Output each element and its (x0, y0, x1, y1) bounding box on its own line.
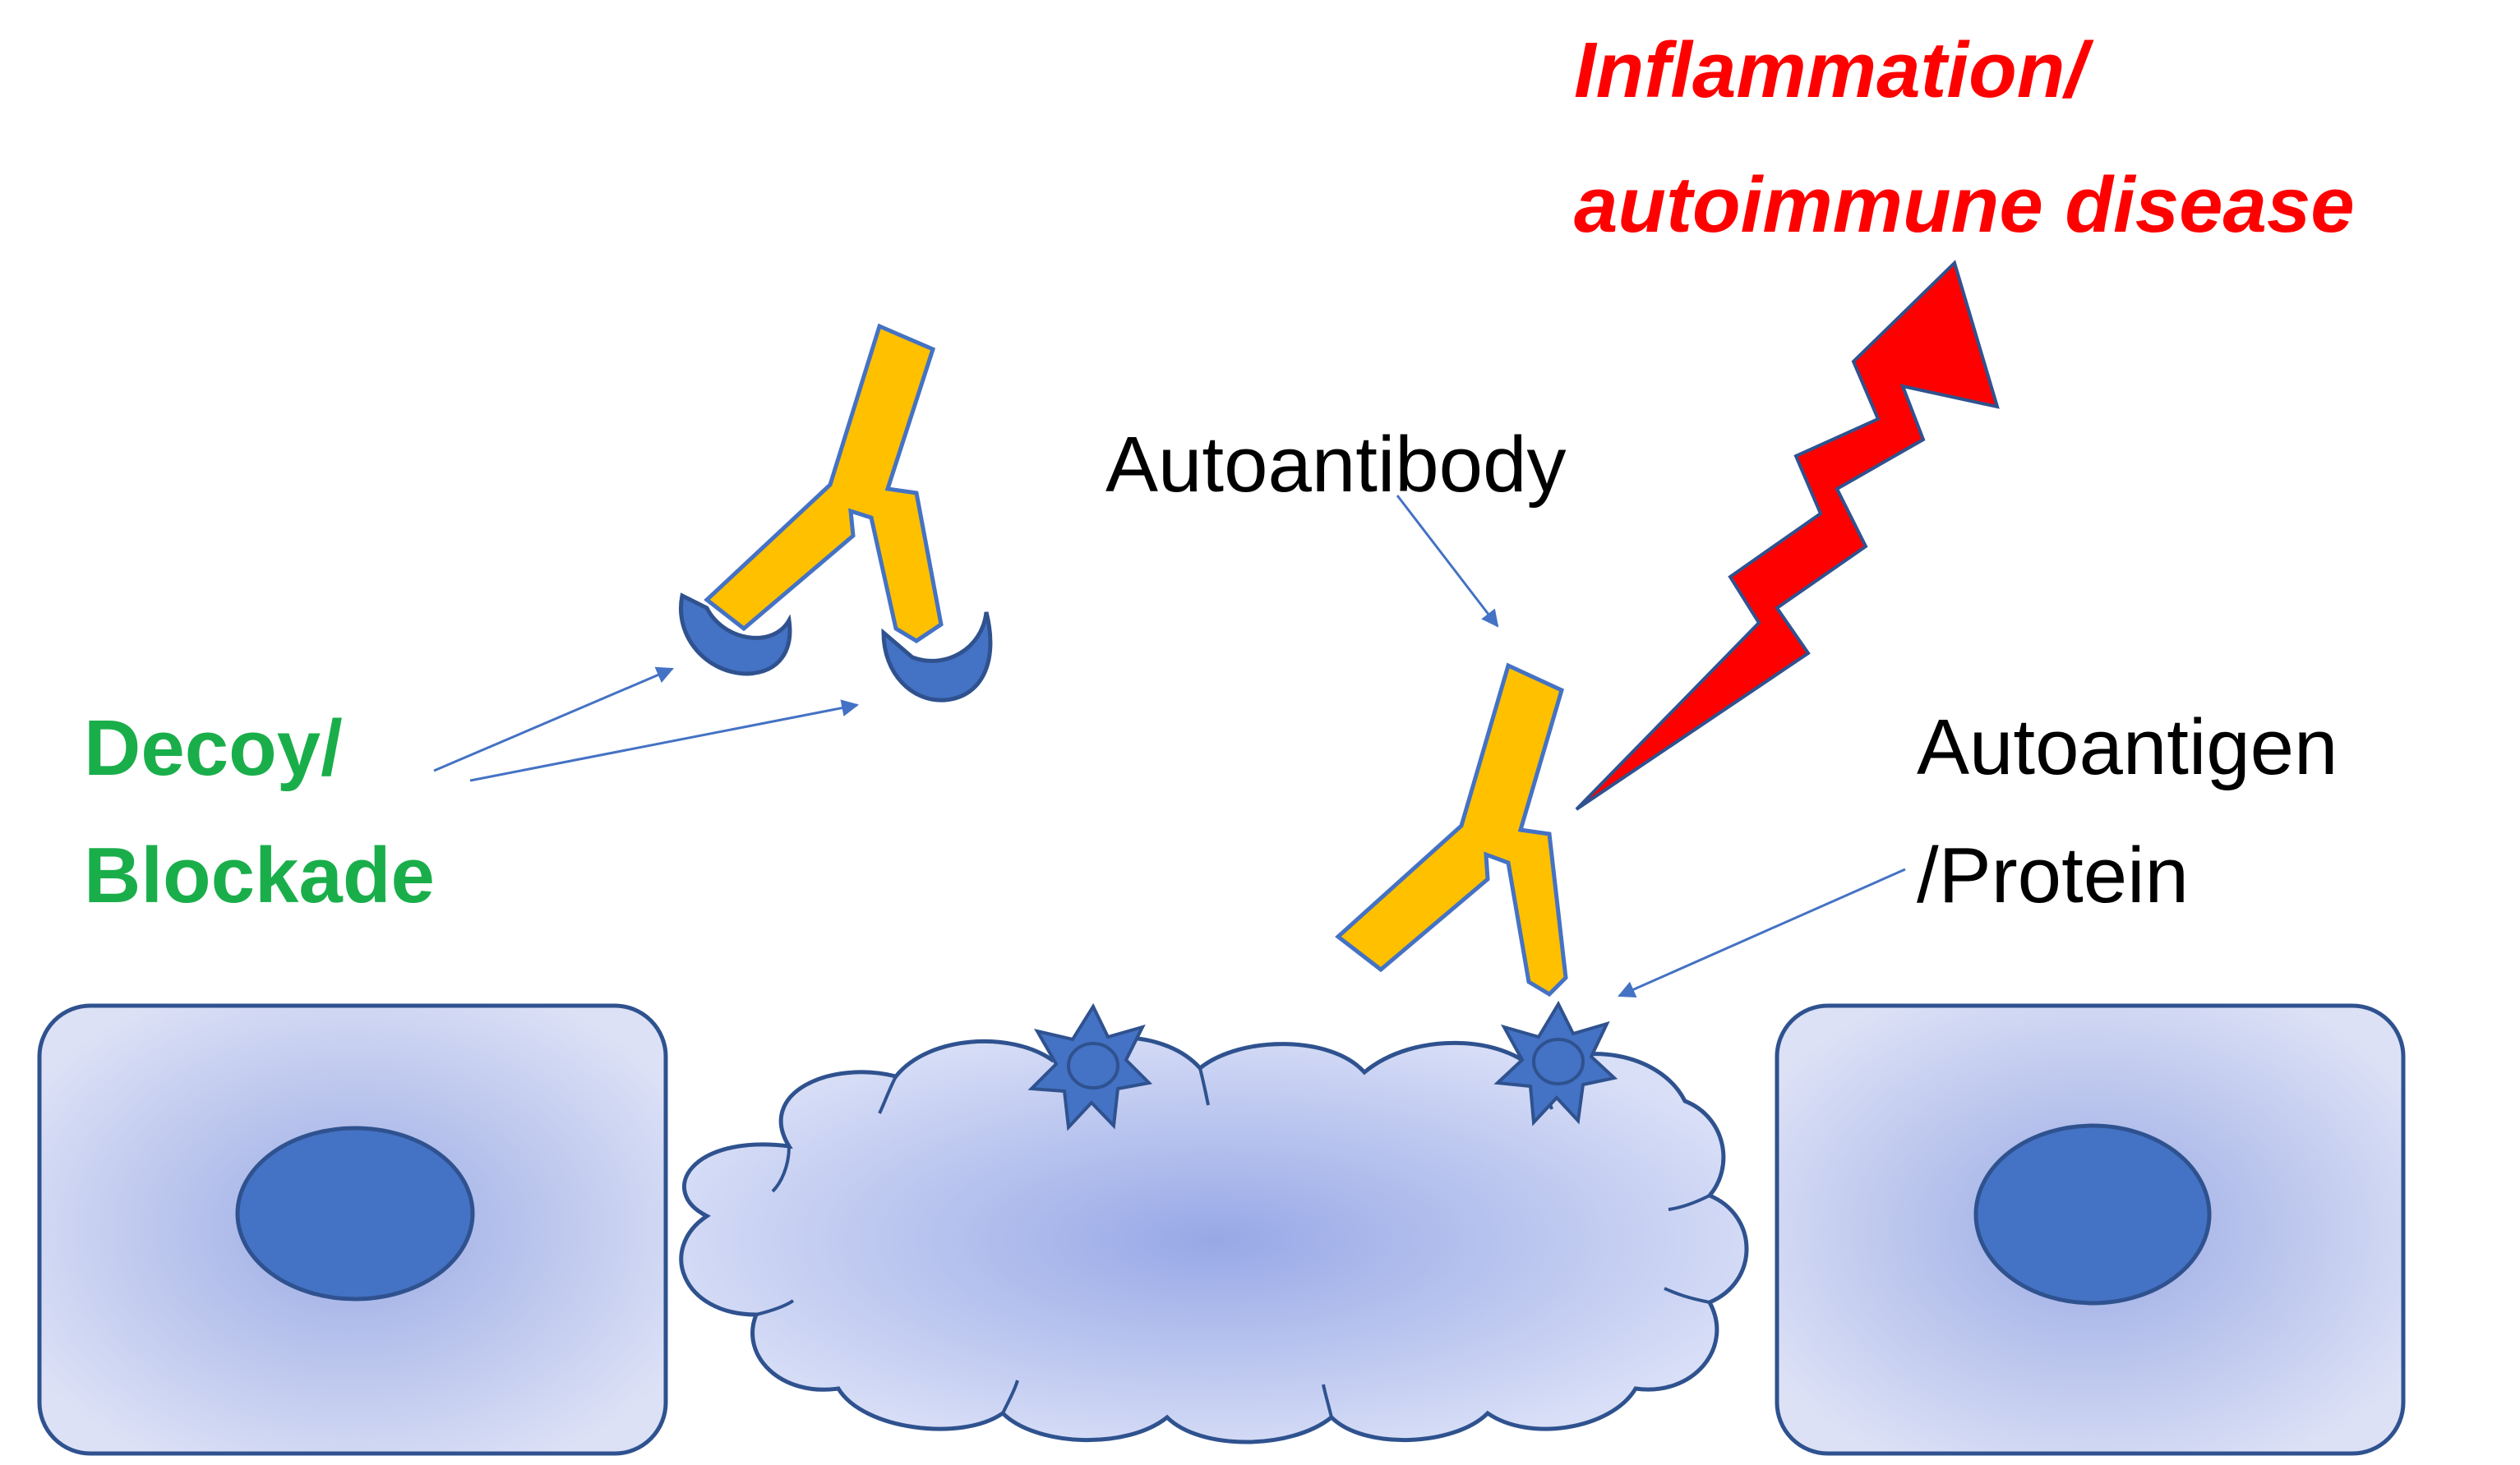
arrows (433, 495, 1906, 997)
left-cell (37, 1003, 668, 1456)
tissue-cloud (679, 1035, 1749, 1444)
left-cell-nucleus (235, 1126, 475, 1301)
arrow-autoantibody-label (1396, 495, 1499, 628)
decoy-cap-left (679, 592, 792, 676)
arrow-decoy-to-left-cap (433, 666, 674, 772)
autoantigen-marker-left (1027, 1002, 1153, 1131)
decoy-antibody-icon (679, 323, 993, 703)
arrow-autoantigen-label (1618, 868, 1906, 997)
right-cell (1775, 1003, 2406, 1456)
autoantibody-bound-icon (1335, 662, 1568, 997)
disease-label-line2: autoimmune disease (1574, 161, 2355, 249)
autoantibody-label: Autoantibody (1105, 421, 1566, 509)
label-decoy: Decoy/ Blockade (84, 704, 435, 919)
label-disease: Inflammation/ autoimmune disease (1574, 26, 2355, 249)
decoy-label-line2: Blockade (84, 832, 435, 919)
arrow-decoy-to-right-cap (469, 699, 860, 782)
autoantigen-marker-right (1493, 1000, 1618, 1126)
decoy-label-line1: Decoy/ (84, 704, 343, 792)
label-autoantigen: Autoantigen /Protein (1917, 703, 2338, 919)
right-cell-nucleus (1973, 1123, 2212, 1306)
disease-label-line1: Inflammation/ (1574, 26, 2094, 114)
decoy-cap-right (881, 611, 993, 703)
lightning-bolt-icon (1575, 260, 2000, 811)
autoantigen-label-line1: Autoantigen (1917, 703, 2338, 791)
autoantigen-label-line2: /Protein (1917, 832, 2189, 919)
